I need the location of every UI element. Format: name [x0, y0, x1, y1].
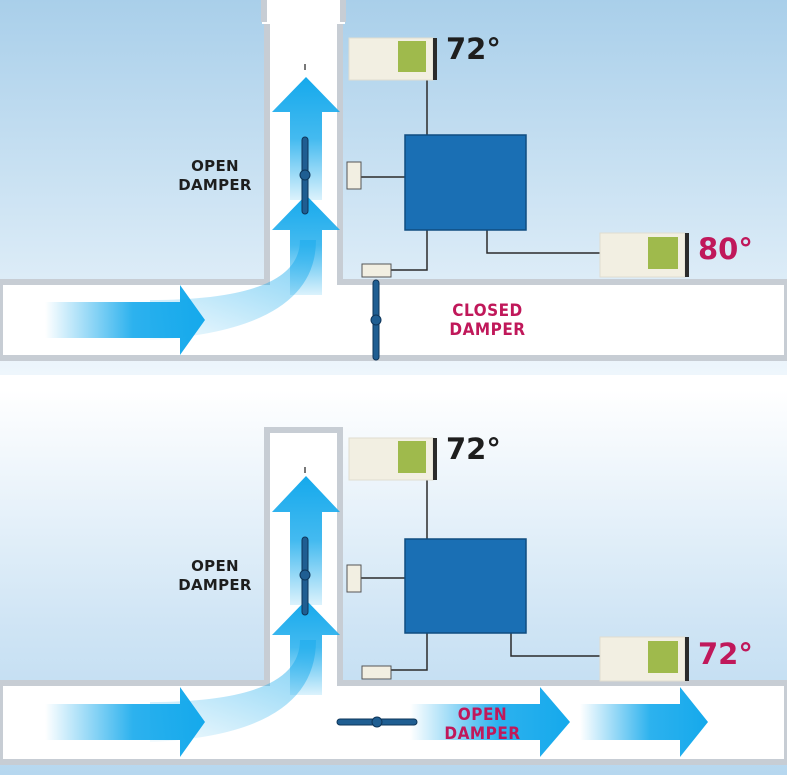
bottom-upper-temp: 72° [446, 432, 501, 466]
top-upper-temp: 72° [446, 32, 501, 66]
bottom-duct-diagram [0, 390, 787, 775]
upper-thermostat-screen [398, 41, 426, 72]
riser-sensor [346, 161, 362, 190]
air-arrow-riser-lower [272, 600, 340, 695]
lower-thermostat-screen [648, 237, 678, 269]
bottom-lower-temp: 72° [698, 637, 753, 671]
riser-sensor [346, 564, 362, 593]
lower-thermostat-screen [648, 641, 678, 673]
air-arrow-horizontal-inlet [45, 687, 205, 757]
air-arrow-horizontal [45, 285, 205, 355]
bottom-riser-damper-label: OPEN DAMPER [178, 557, 252, 594]
duct-riser-top [262, 0, 345, 24]
main-duct-sensor [361, 263, 392, 278]
top-main-damper-label: CLOSED DAMPER [449, 301, 526, 340]
top-lower-temp: 80° [698, 232, 753, 266]
zone-control-panel [404, 134, 527, 231]
upper-thermostat-screen [398, 441, 426, 473]
bottom-main-damper-label: OPEN DAMPER [444, 705, 521, 744]
top-duct-diagram [0, 0, 787, 375]
main-duct-sensor [361, 665, 392, 680]
top-scenario-panel: OPEN DAMPER CLOSED DAMPER 72° 80° [0, 0, 787, 375]
air-arrow-horizontal-outlet [580, 687, 708, 757]
zone-control-panel [404, 538, 527, 634]
bottom-scenario-panel: OPEN DAMPER OPEN DAMPER 72° 72° [0, 390, 787, 775]
top-riser-damper-label: OPEN DAMPER [178, 157, 252, 194]
air-arrow-horizontal-middle [410, 687, 570, 757]
air-arrow-riser-lower [272, 195, 340, 295]
